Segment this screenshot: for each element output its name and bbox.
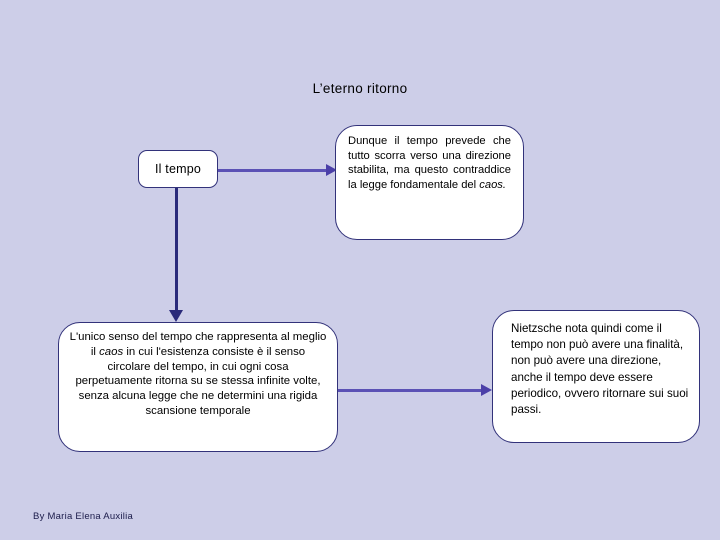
node-dunque-il-tempo-prevede[interactable]: Dunque il tempo prevede che tutto scorra… (335, 125, 524, 240)
node-unico-senso-del-tempo[interactable]: L'unico senso del tempo che rappresenta … (58, 322, 338, 452)
connector-tempo-to-unico-line (175, 188, 178, 314)
node-unico-text-part1: L'unico senso del tempo che rappresenta … (69, 331, 327, 358)
node-unico-text-part2: in cui l'esistenza consiste è il senso c… (75, 345, 321, 417)
node-nietzsche-nota-quindi[interactable]: Nietzsche nota quindi come il tempo non … (492, 310, 700, 443)
node-dunque-italic-caos: caos. (479, 178, 506, 191)
connector-unico-to-nietzsche-line (338, 389, 486, 392)
node-il-tempo[interactable]: Il tempo (138, 150, 218, 188)
node-dunque-text: Dunque il tempo prevede che tutto scorra… (348, 134, 511, 192)
arrow-head-down-icon (169, 310, 183, 322)
node-unico-text: L'unico senso del tempo che rappresenta … (68, 330, 328, 419)
node-nietzsche-text: Nietzsche nota quindi come il tempo non … (511, 322, 689, 417)
node-dunque-text-part1: Dunque il tempo prevede che tutto scorra… (348, 135, 511, 191)
connector-tempo-to-dunque-line (218, 169, 331, 172)
arrow-head-right-icon (481, 384, 492, 396)
author-credit: By Maria Elena Auxilia (33, 511, 134, 522)
node-unico-italic-caos: caos (99, 345, 124, 358)
page-title: L’eterno ritorno (312, 81, 408, 96)
node-il-tempo-label: Il tempo (154, 162, 202, 176)
arrow-head-right-icon (326, 164, 337, 176)
